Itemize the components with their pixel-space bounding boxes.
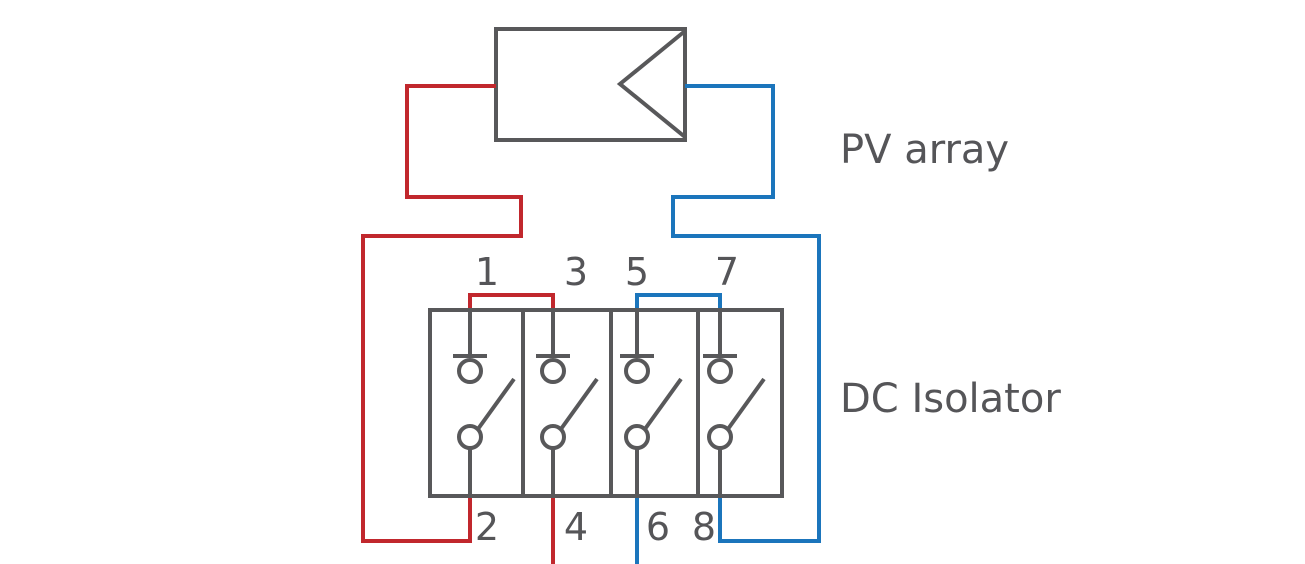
pv-array-symbol — [494, 27, 687, 142]
terminal-3-label: 3 — [564, 250, 588, 294]
negative-wire-pv-to-terminal-8 — [671, 84, 821, 543]
pole-4-fixed-contact — [707, 358, 733, 384]
isolator-outline — [428, 308, 784, 498]
terminal-4-label: 4 — [564, 505, 588, 549]
pole-3-fixed-contact — [624, 358, 650, 384]
negative-wiring — [635, 84, 821, 564]
jumper-5-7 — [635, 293, 722, 310]
pole-4-switch-blade — [726, 377, 766, 431]
terminal-2-label: 2 — [475, 505, 499, 549]
pv-array-label: PV array — [840, 127, 1009, 173]
switch-poles — [453, 310, 766, 496]
pole-1-switch-blade — [476, 377, 516, 431]
pole-3-moving-contact — [624, 424, 650, 450]
terminal-labels: 1 3 5 7 2 4 6 8 — [475, 250, 739, 549]
pole-4-moving-contact — [707, 424, 733, 450]
terminal-6-label: 6 — [646, 505, 670, 549]
terminal-5-label: 5 — [625, 250, 649, 294]
dc-isolator-label: DC Isolator — [840, 376, 1061, 422]
pole-1-fixed-contact — [457, 358, 483, 384]
terminal-8-label: 8 — [692, 505, 716, 549]
positive-wiring — [361, 84, 555, 564]
positive-wire-pv-to-terminal-2 — [361, 84, 523, 543]
pole-3-switch-blade — [643, 377, 683, 431]
pole-1-moving-contact — [457, 424, 483, 450]
pole-2-switch-blade — [559, 377, 599, 431]
pole-2-moving-contact — [540, 424, 566, 450]
jumper-1-3 — [468, 293, 555, 310]
dc-isolator-body — [428, 308, 784, 498]
pole-2-fixed-contact — [540, 358, 566, 384]
pv-module-box — [494, 27, 687, 142]
pv-diode-symbol — [616, 29, 687, 139]
terminal-7-label: 7 — [715, 250, 739, 294]
terminal-1-label: 1 — [475, 250, 499, 294]
